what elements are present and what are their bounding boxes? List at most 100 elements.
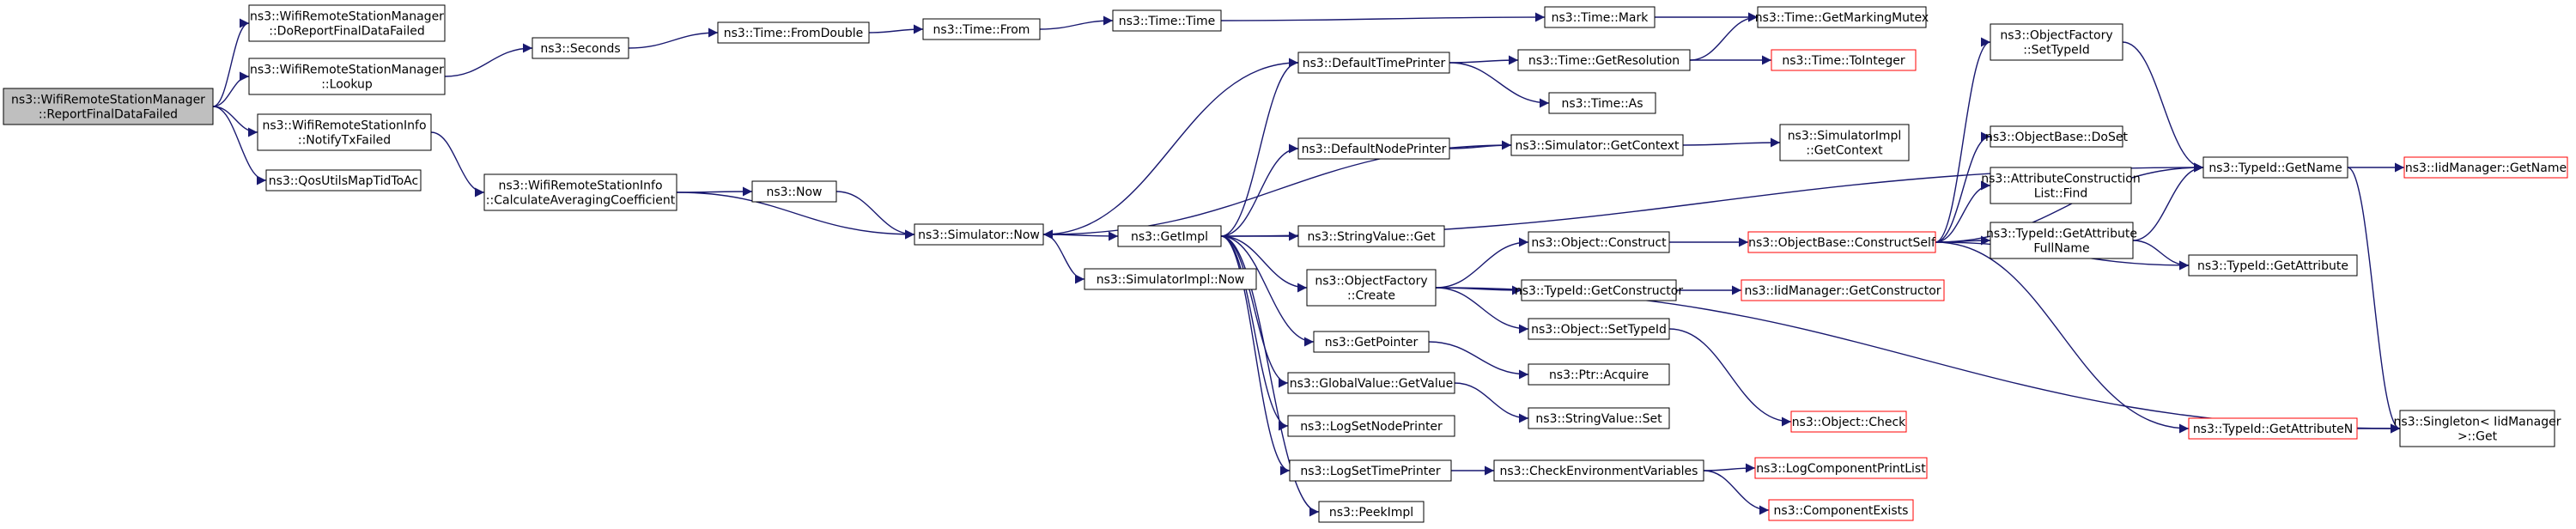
node-box[interactable]: [1990, 23, 2123, 61]
node-n11[interactable]: ns3::WifiRemoteStationInfo::CalculateAve…: [483, 173, 677, 211]
node-box[interactable]: [1528, 363, 1670, 386]
node-n15[interactable]: ns3::SimulatorImpl::Now: [1084, 268, 1257, 290]
node-n40[interactable]: ns3::PeekImpl: [1318, 501, 1425, 523]
node-n5[interactable]: ns3::Seconds: [532, 37, 629, 59]
node-box[interactable]: [1297, 225, 1445, 247]
node-box[interactable]: [483, 173, 677, 211]
node-n39[interactable]: ns3::ComponentExists: [1768, 499, 1914, 521]
node-n19[interactable]: ns3::Time::As: [1548, 92, 1656, 114]
node-n23[interactable]: ns3::StringValue::Get: [1297, 225, 1445, 247]
node-box[interactable]: [1287, 415, 1455, 437]
node-box[interactable]: [751, 180, 837, 203]
node-box[interactable]: [248, 58, 446, 95]
node-n33[interactable]: ns3::GlobalValue::GetValue: [1287, 372, 1455, 394]
node-n2[interactable]: ns3::WifiRemoteStationManager::Lookup: [248, 58, 446, 95]
node-box[interactable]: [1521, 279, 1677, 301]
node-box[interactable]: [1990, 222, 2134, 259]
node-box[interactable]: [257, 113, 432, 151]
node-box[interactable]: [1768, 499, 1914, 521]
node-n25[interactable]: ns3::Object::Construct: [1528, 231, 1670, 253]
node-n24[interactable]: ns3::ObjectFactory::Create: [1306, 269, 1437, 307]
node-box[interactable]: [717, 21, 870, 44]
node-n27[interactable]: ns3::TypeId::GetConstructor: [1515, 279, 1683, 301]
node-n7[interactable]: ns3::Time::From: [922, 18, 1041, 40]
node-n46[interactable]: ns3::TypeId::GetName: [2202, 156, 2348, 179]
node-n12[interactable]: ns3::Now: [751, 180, 837, 203]
node-n10[interactable]: ns3::Time::GetMarkingMutex: [1755, 6, 1929, 28]
node-box[interactable]: [914, 223, 1044, 246]
node-box[interactable]: [1790, 410, 1907, 433]
node-box[interactable]: [1528, 318, 1670, 340]
node-box[interactable]: [1112, 9, 1222, 32]
node-box[interactable]: [2403, 156, 2568, 179]
node-box[interactable]: [1297, 137, 1450, 160]
node-box[interactable]: [1741, 279, 1945, 301]
node-n16[interactable]: ns3::DefaultTimePrinter: [1297, 52, 1450, 74]
node-n0[interactable]: ns3::WifiRemoteStationManager::ReportFin…: [3, 88, 214, 125]
node-box[interactable]: [1084, 268, 1257, 290]
node-box[interactable]: [922, 18, 1041, 40]
node-box[interactable]: [1297, 52, 1450, 74]
node-box[interactable]: [2188, 417, 2358, 440]
node-n45[interactable]: ns3::TypeId::GetAttributeN: [2188, 417, 2358, 440]
node-box[interactable]: [1528, 407, 1670, 429]
node-n22[interactable]: ns3::SimulatorImpl::GetContext: [1779, 124, 1910, 161]
node-box[interactable]: [265, 169, 422, 192]
node-n32[interactable]: ns3::Ptr::Acquire: [1528, 363, 1670, 386]
node-n4[interactable]: ns3::QosUtilsMapTidToAc: [265, 169, 422, 192]
node-box[interactable]: [1771, 49, 1917, 71]
node-n49[interactable]: ns3::Singleton< IidManager >::Get: [2394, 410, 2561, 447]
node-n20[interactable]: ns3::DefaultNodePrinter: [1297, 137, 1450, 160]
node-box[interactable]: [1318, 501, 1425, 523]
node-box[interactable]: [1747, 231, 1936, 253]
node-n36[interactable]: ns3::LogSetTimePrinter: [1289, 459, 1452, 482]
node-n8[interactable]: ns3::Time::Time: [1112, 9, 1222, 32]
node-box[interactable]: [1493, 459, 1704, 482]
node-n41[interactable]: ns3::ObjectFactory::SetTypeId: [1990, 23, 2123, 61]
node-box[interactable]: [2399, 410, 2555, 447]
node-box[interactable]: [1544, 6, 1656, 28]
node-n42[interactable]: ns3::ObjectBase::DoSet: [1985, 125, 2128, 148]
node-box[interactable]: [1510, 134, 1684, 156]
node-box[interactable]: [2188, 254, 2358, 277]
node-n1[interactable]: ns3::WifiRemoteStationManager::DoReportF…: [248, 4, 446, 42]
node-n47[interactable]: ns3::IidManager::GetName: [2403, 156, 2568, 179]
node-box[interactable]: [2202, 156, 2348, 179]
node-box[interactable]: [1990, 125, 2123, 148]
node-n17[interactable]: ns3::Time::GetResolution: [1517, 49, 1691, 71]
node-box[interactable]: [1757, 6, 1927, 28]
node-n3[interactable]: ns3::WifiRemoteStationInfo::NotifyTxFail…: [257, 113, 432, 151]
node-n18[interactable]: ns3::Time::ToInteger: [1771, 49, 1917, 71]
node-n21[interactable]: ns3::Simulator::GetContext: [1510, 134, 1684, 156]
node-box[interactable]: [1517, 49, 1691, 71]
node-n13[interactable]: ns3::Simulator::Now: [914, 223, 1044, 246]
node-box[interactable]: [1548, 92, 1656, 114]
node-box[interactable]: [248, 4, 446, 42]
node-n35[interactable]: ns3::LogSetNodePrinter: [1287, 415, 1455, 437]
node-n48[interactable]: ns3::TypeId::GetAttribute: [2188, 254, 2358, 277]
node-box[interactable]: [1287, 372, 1455, 394]
node-box[interactable]: [1313, 331, 1430, 353]
node-box[interactable]: [1306, 269, 1437, 307]
node-n30[interactable]: ns3::Object::Check: [1790, 410, 1907, 433]
node-box[interactable]: [1117, 225, 1222, 247]
node-box[interactable]: [3, 88, 214, 125]
node-box[interactable]: [1528, 231, 1670, 253]
node-n6[interactable]: ns3::Time::FromDouble: [717, 21, 870, 44]
node-box[interactable]: [1289, 459, 1452, 482]
node-box[interactable]: [532, 37, 629, 59]
node-box[interactable]: [1990, 167, 2132, 204]
node-n37[interactable]: ns3::CheckEnvironmentVariables: [1493, 459, 1704, 482]
node-n14[interactable]: ns3::GetImpl: [1117, 225, 1222, 247]
node-n28[interactable]: ns3::IidManager::GetConstructor: [1741, 279, 1945, 301]
node-n9[interactable]: ns3::Time::Mark: [1544, 6, 1656, 28]
node-box[interactable]: [1779, 124, 1910, 161]
node-box[interactable]: [1754, 457, 1928, 479]
node-n31[interactable]: ns3::GetPointer: [1313, 331, 1430, 353]
node-n26[interactable]: ns3::ObjectBase::ConstructSelf: [1747, 231, 1936, 253]
node-n29[interactable]: ns3::Object::SetTypeId: [1528, 318, 1670, 340]
node-n38[interactable]: ns3::LogComponentPrintList: [1754, 457, 1928, 479]
node-n34[interactable]: ns3::StringValue::Set: [1528, 407, 1670, 429]
